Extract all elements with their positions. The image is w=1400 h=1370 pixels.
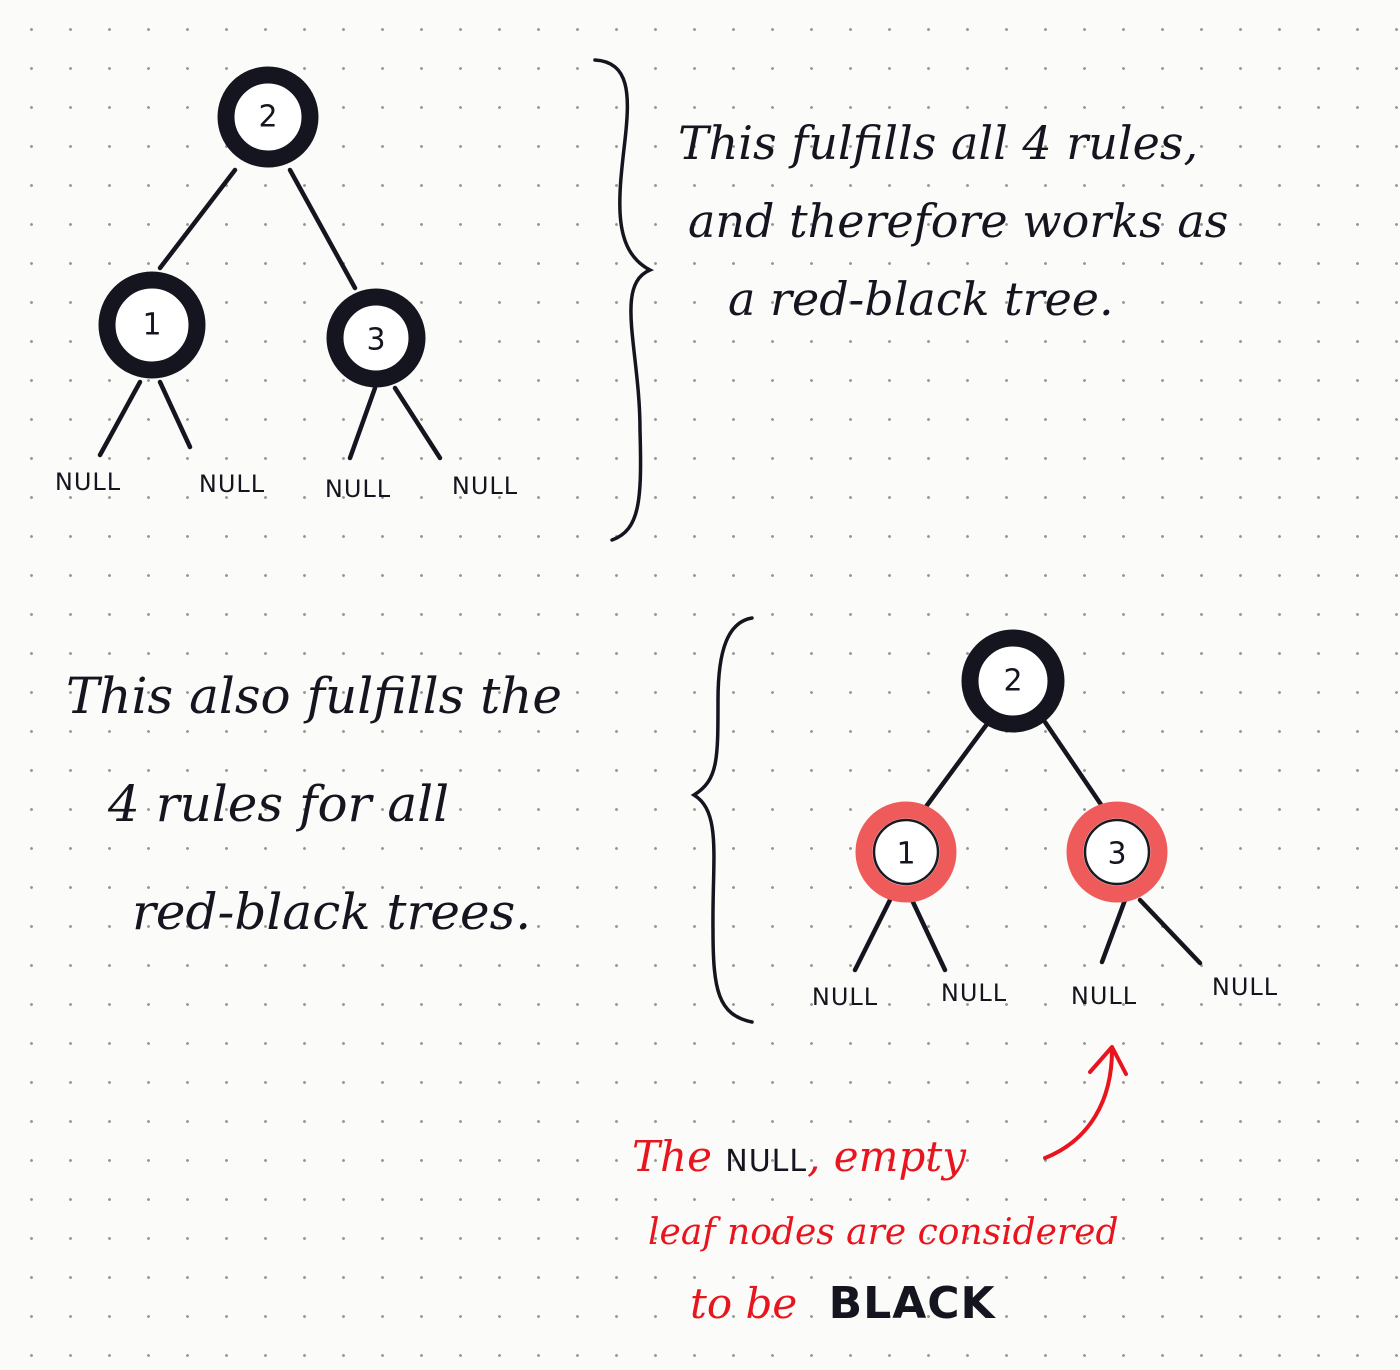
red-annotation-the: The [632,1132,712,1181]
bottom-null-leaf-1: NULL [812,983,878,1011]
red-annotation-line-1: The NULL, empty [632,1132,966,1181]
red-annotation-null: NULL [725,1144,808,1179]
bottom-null-leaf-3: NULL [1071,982,1137,1010]
bottom-brace [690,616,754,1024]
top-edge-1-null2 [157,379,193,450]
top-edge-2-3 [287,167,358,291]
top-node-1: 1 [98,271,206,379]
top-null-leaf-4: NULL [452,472,518,500]
bottom-edge-1-null2 [909,897,948,973]
top-node-2: 2 [217,66,319,168]
top-node-3-label: 3 [366,323,385,358]
top-null-leaf-1: NULL [55,468,121,496]
top-null-leaf-3: NULL [325,475,391,503]
red-annotation-black: BLACK [828,1278,996,1329]
bottom-null-leaf-4: NULL [1212,973,1278,1001]
red-annotation-line-3: to be BLACK [690,1278,996,1329]
bottom-edge-3-null3 [1099,897,1128,965]
bottom-node-2-label: 2 [1003,664,1022,699]
bottom-node-1: 1 [855,801,957,903]
bottom-caption-line-2: 4 rules for all [108,775,450,833]
bottom-node-1-label: 1 [896,837,915,872]
top-null-leaf-2: NULL [199,470,265,498]
red-annotation-empty: , empty [807,1132,966,1181]
top-caption-line-1: This fulfills all 4 rules, [678,116,1199,170]
top-node-3: 3 [326,288,426,388]
top-tree: 2 1 3 NULL NULL NULL NULL [55,66,518,503]
bottom-caption-line-1: This also fulfills the [66,667,563,725]
bottom-edge-3-null4 [1137,897,1203,966]
bottom-node-3-label: 3 [1107,837,1126,872]
top-caption-line-2: and therefore works as [688,194,1229,248]
top-brace [593,58,655,542]
bottom-null-leaf-2: NULL [941,979,1007,1007]
top-edge-1-null1 [97,379,143,458]
top-edge-3-null4 [392,385,443,461]
bottom-edge-2-3 [1042,719,1105,809]
bottom-node-2: 2 [961,629,1065,733]
top-caption: This fulfills all 4 rules, and therefore… [678,104,1228,338]
red-arrow [1043,1045,1128,1160]
top-edge-3-null3 [347,385,378,461]
top-node-1-label: 1 [142,308,161,343]
red-annotation-line-2: leaf nodes are considered [648,1212,1119,1253]
bottom-edge-2-1 [922,717,993,811]
bottom-node-3: 3 [1066,801,1168,903]
top-node-2-label: 2 [258,100,277,135]
bottom-edge-1-null1 [852,897,893,973]
top-edge-2-1 [157,167,238,271]
top-caption-line-3: a red-black tree. [728,272,1114,326]
bottom-caption: This also fulfills the 4 rules for all r… [66,642,562,966]
red-annotation-to-be: to be [690,1279,798,1328]
bottom-tree: 2 1 3 NULL NULL NULL NULL [812,629,1278,1011]
bottom-caption-line-3: red-black trees. [132,883,532,941]
